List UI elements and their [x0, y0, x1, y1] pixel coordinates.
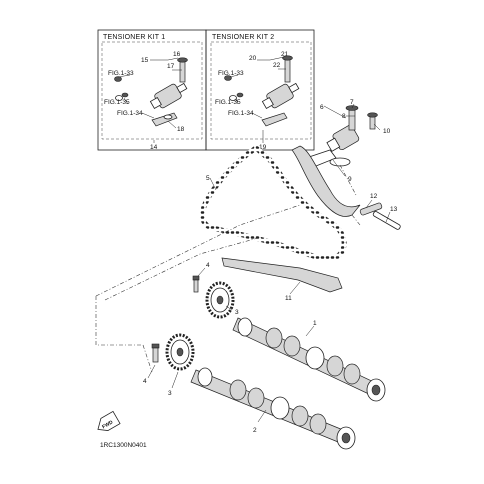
callout-fig-1-33-a: FIG.1-33	[108, 70, 134, 77]
callout-20: 20	[249, 55, 257, 62]
callout-18: 18	[177, 126, 185, 133]
callout-17: 17	[167, 63, 175, 70]
callout-8: 8	[342, 113, 346, 120]
diagram-code: 1RC1300N0401	[100, 442, 147, 449]
tensioner-kit-2-panel: TENSIONER KIT 2	[205, 29, 315, 151]
callout-13: 13	[390, 206, 398, 213]
chain-guide-fixed	[221, 257, 343, 293]
callout-21: 21	[281, 51, 289, 58]
callout-22: 22	[273, 62, 281, 69]
callout-3-lower: 3	[168, 390, 172, 397]
lower-cam-sprocket	[165, 333, 195, 371]
fwd-arrow-icon: FWD	[97, 410, 121, 431]
sprocket-bolt-upper	[192, 275, 200, 293]
callout-11: 11	[285, 295, 292, 302]
callout-1: 1	[313, 320, 317, 327]
tensioner-kit-2-title: TENSIONER KIT 2	[212, 34, 274, 41]
upper-cam-sprocket	[205, 281, 235, 319]
callout-7: 7	[350, 99, 354, 106]
callout-10: 10	[383, 128, 391, 135]
tensioner-kit-1-title: TENSIONER KIT 1	[103, 34, 165, 41]
timing-chain	[200, 144, 347, 261]
tensioner-kit-1-panel: TENSIONER KIT 1	[97, 29, 207, 151]
callout-fig-1-34-a: FIG.1-34	[117, 110, 143, 117]
camshaft-exhaust	[190, 367, 356, 450]
callout-fig-1-35-a: FIG.1-35	[104, 99, 130, 106]
chain-guide-tensioner	[291, 145, 361, 217]
guide-bolt-12	[359, 202, 383, 216]
callout-6: 6	[320, 104, 324, 111]
callout-12: 12	[370, 193, 378, 200]
kit-2-tensioner-drawing	[224, 55, 300, 127]
callout-3-upper: 3	[235, 309, 239, 316]
callout-fig-1-35-b: FIG.1-35	[215, 99, 241, 106]
callout-4-lower: 4	[143, 378, 147, 385]
callout-19: 19	[259, 144, 267, 151]
callout-15: 15	[141, 57, 149, 64]
callout-9: 9	[348, 176, 352, 183]
callout-16: 16	[173, 51, 181, 58]
sprocket-bolt-lower	[151, 343, 160, 363]
camshaft-intake	[232, 317, 386, 402]
callout-5: 5	[206, 175, 210, 182]
callout-14: 14	[150, 144, 158, 151]
kit-1-tensioner-drawing	[114, 57, 188, 127]
callout-fig-1-34-b: FIG.1-34	[228, 110, 254, 117]
fwd-label: FWD	[101, 419, 114, 430]
callout-4-upper: 4	[206, 262, 210, 269]
callout-fig-1-33-b: FIG.1-33	[218, 70, 244, 77]
callout-2: 2	[253, 427, 257, 434]
